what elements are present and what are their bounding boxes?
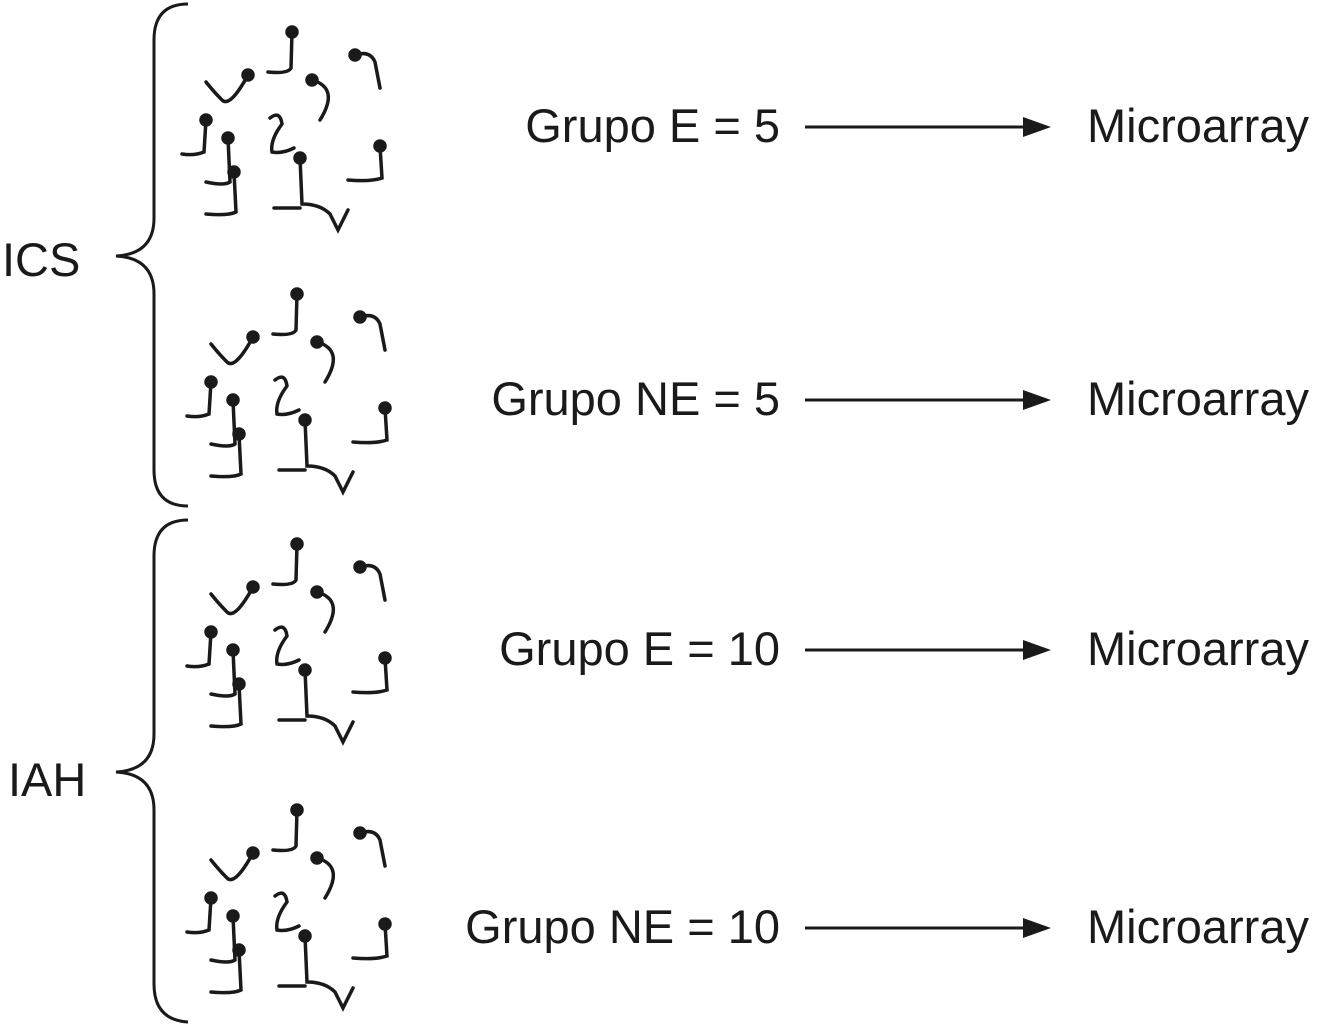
right-arrow-icon: [805, 390, 1051, 410]
row-label: Grupo E = 5: [525, 99, 780, 152]
output-label: Microarray: [1087, 99, 1309, 152]
group-label-ics: ICS: [2, 233, 81, 286]
output-label: Microarray: [1087, 372, 1309, 425]
output-label: Microarray: [1087, 900, 1309, 953]
right-arrow-icon: [805, 640, 1051, 660]
right-arrow-icon: [805, 117, 1051, 137]
curly-brace-icon: [115, 2, 189, 508]
right-arrow-icon: [805, 918, 1051, 938]
row-label: Grupo NE = 10: [465, 900, 780, 953]
sperm-cluster-icon: [185, 803, 392, 1012]
sperm-cluster-icon: [185, 287, 392, 496]
sperm-cluster-icon: [185, 537, 392, 746]
output-label: Microarray: [1087, 622, 1309, 675]
curly-brace-icon: [115, 518, 189, 1024]
row-label: Grupo E = 10: [499, 622, 780, 675]
row-label: Grupo NE = 5: [491, 372, 780, 425]
sperm-cluster-icon: [180, 25, 387, 234]
group-label-iah: IAH: [8, 753, 87, 806]
